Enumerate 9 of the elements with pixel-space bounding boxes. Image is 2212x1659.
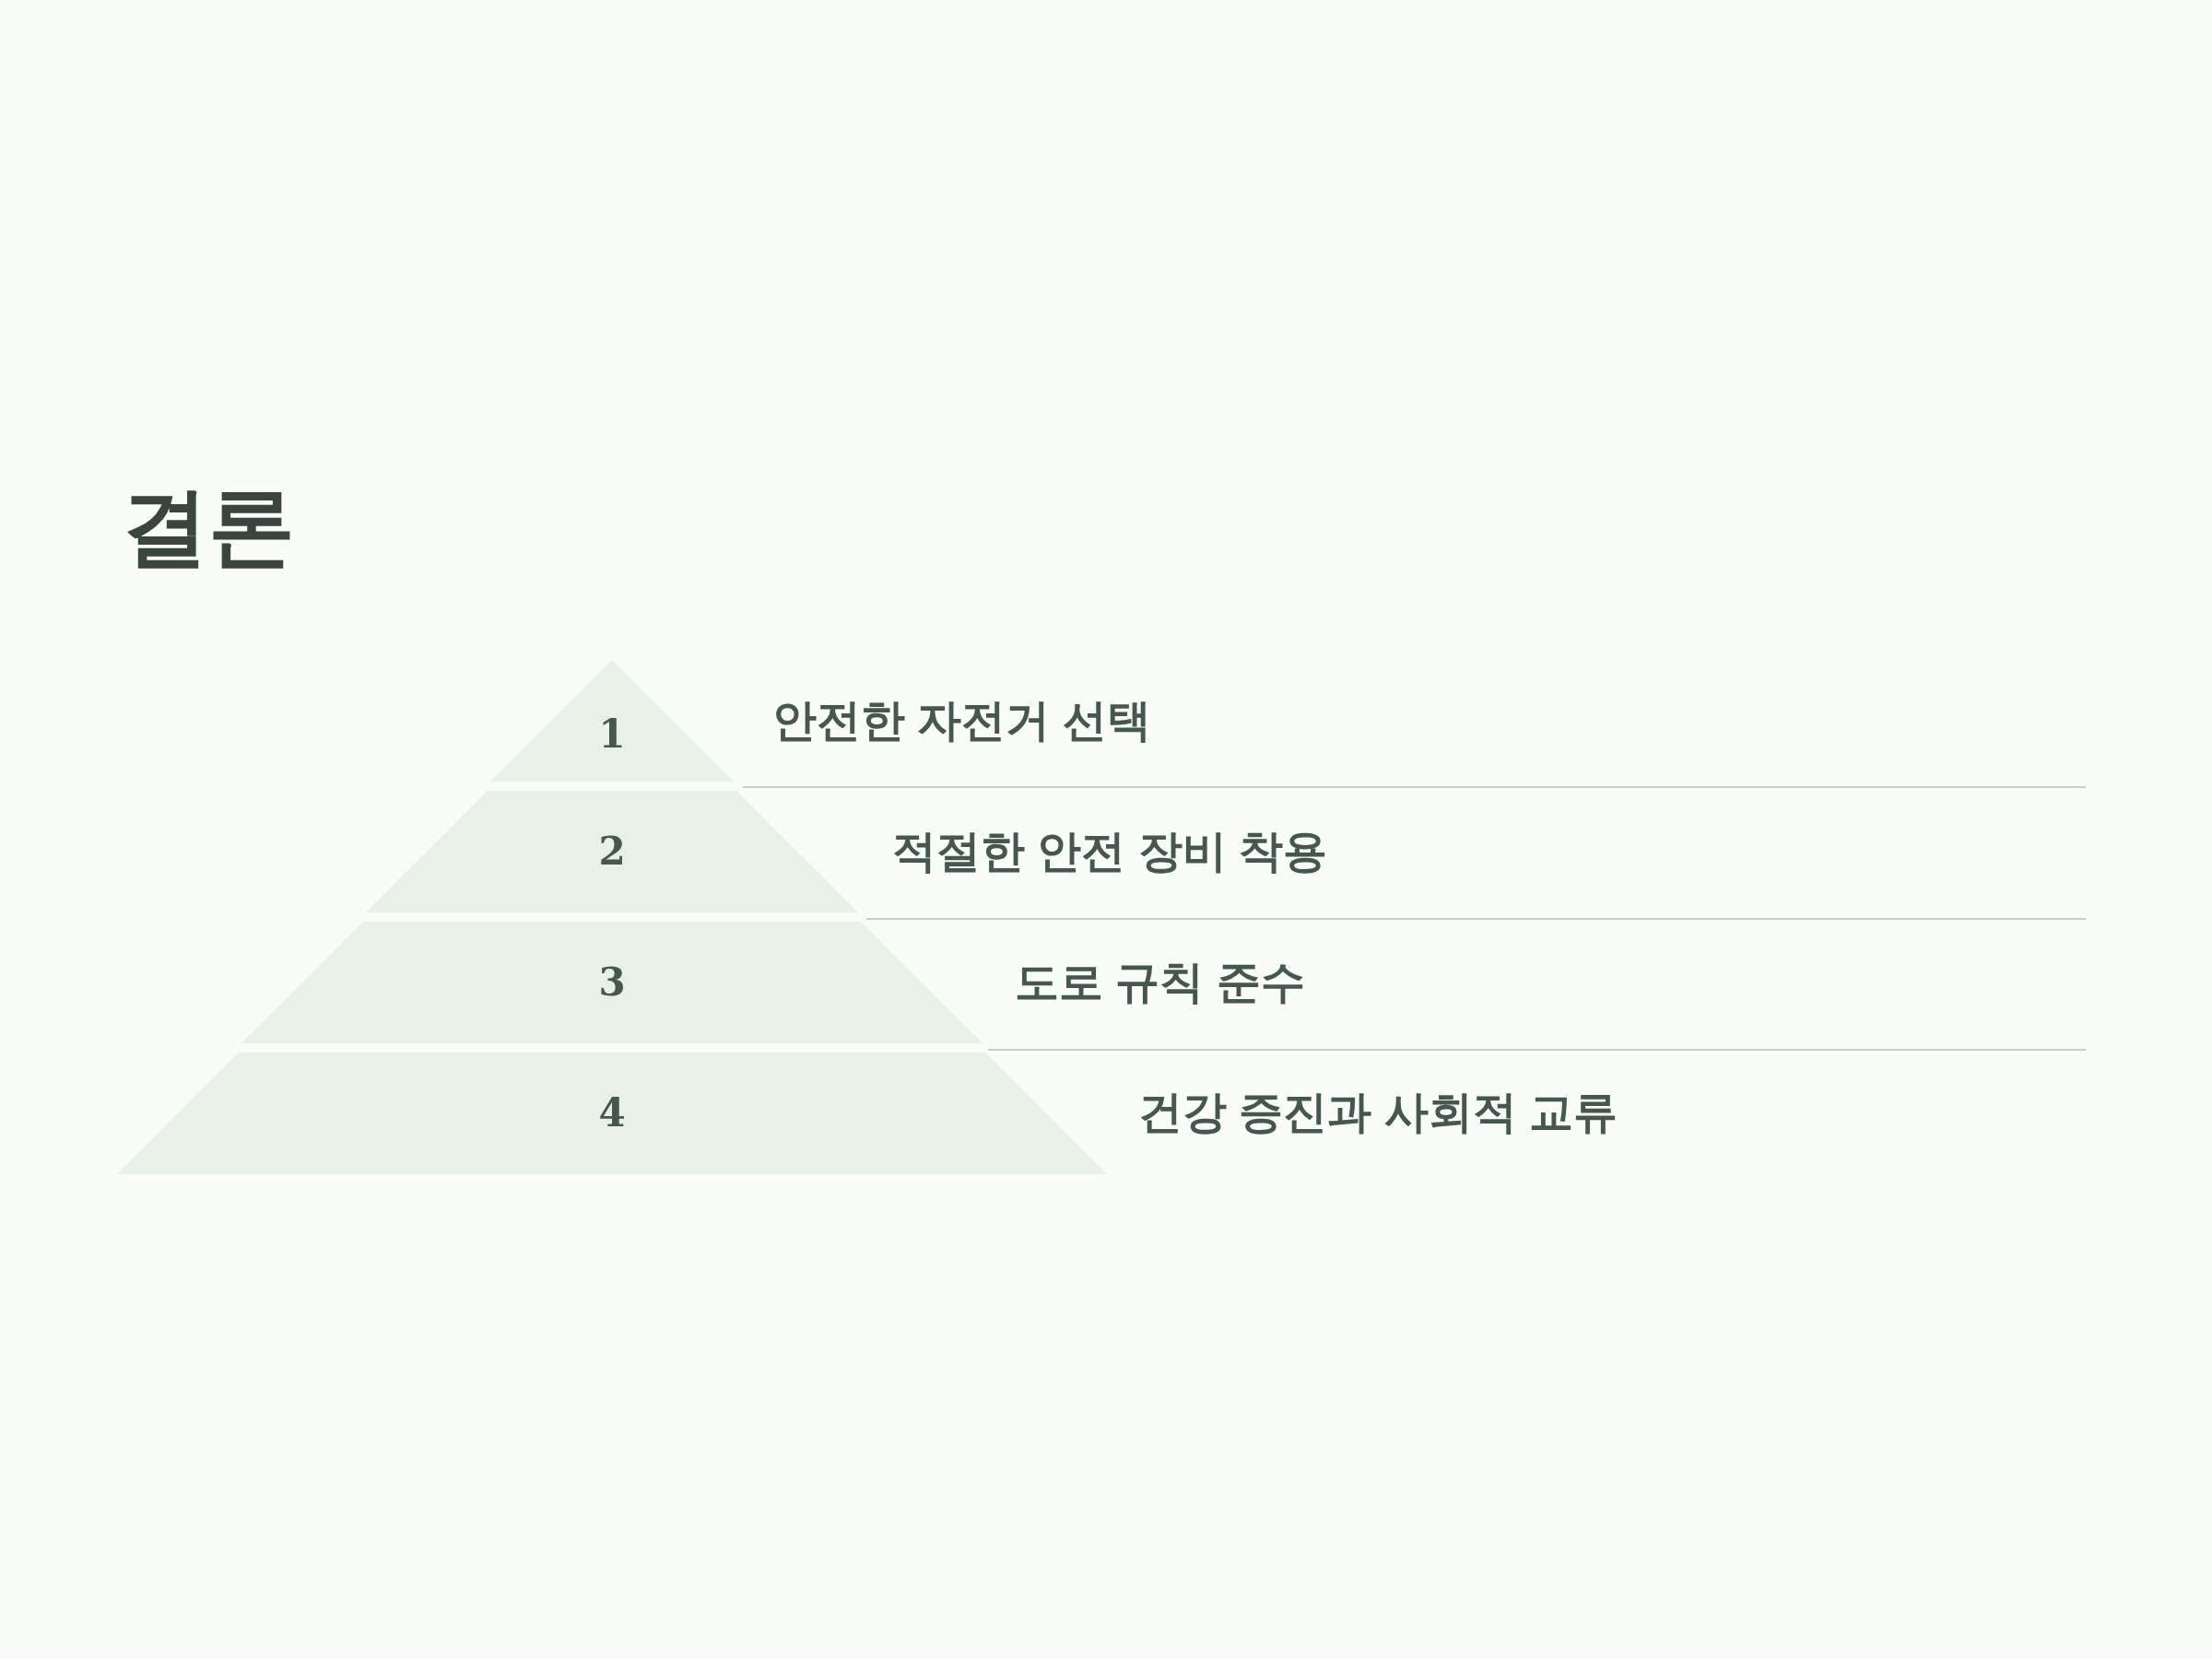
tier-number: 4 [598, 1094, 626, 1133]
tier-label: 안전한 자전거 선택 [772, 696, 1151, 746]
tier-number: 1 [598, 714, 626, 754]
tier-label: 건강 증진과 사회적 교류 [1138, 1088, 1618, 1137]
tier-label: 적절한 안전 장비 착용 [892, 827, 1327, 877]
tier-number: 3 [598, 963, 626, 1002]
title: 결론 [122, 479, 295, 575]
tier-number: 2 [598, 832, 626, 871]
tier-label: 도로 규칙 준수 [1015, 958, 1305, 1007]
